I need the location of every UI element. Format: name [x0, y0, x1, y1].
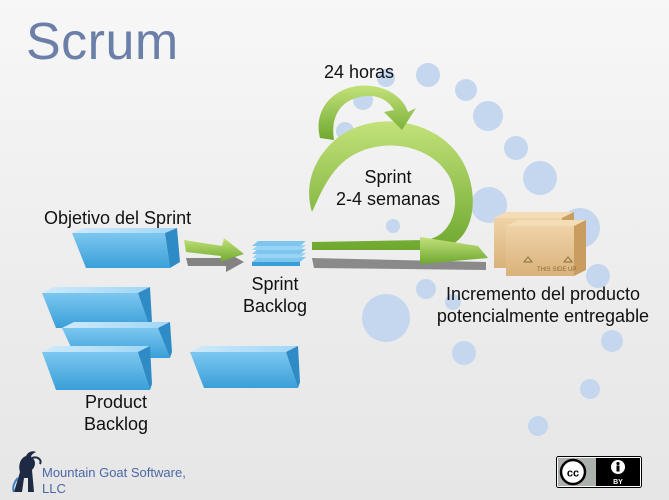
- product-backlog-label-line1: Product: [84, 392, 148, 412]
- sprint-label-line1: Sprint: [364, 167, 412, 187]
- sprint-goal-block: [72, 228, 180, 268]
- svg-text:cc: cc: [567, 468, 579, 480]
- sprint-backlog-stack: [252, 241, 306, 266]
- company-name-line2: LLC: [42, 481, 66, 496]
- sprint-backlog-label-line2: Backlog: [242, 296, 308, 316]
- company-name: Mountain Goat Software, LLC: [42, 465, 186, 497]
- sprint-label: Sprint 2-4 semanas: [330, 166, 446, 210]
- mountain-goat-logo-icon: [12, 451, 42, 493]
- product-backlog-label: Product Backlog: [72, 391, 160, 435]
- product-backlog-blocks: [42, 287, 300, 390]
- increment-label-line1: Incremento del producto: [445, 284, 641, 304]
- slide-title: Scrum: [26, 13, 179, 71]
- license-by-text: BY: [613, 479, 623, 486]
- increment-label-line2: potencialmente entregable: [436, 306, 650, 326]
- sprint-loop-arrow: [309, 121, 488, 270]
- box-stamp-text: THIS SIDE UP: [537, 267, 576, 273]
- sprint-backlog-label-line1: Sprint: [251, 274, 299, 294]
- increment-label: Incremento del producto potencialmente e…: [420, 283, 666, 327]
- product-increment-boxes: THIS SIDE UP: [494, 212, 586, 276]
- sprint-goal-label: Objetivo del Sprint: [44, 208, 192, 228]
- daily-label: 24 horas: [324, 62, 395, 82]
- sprint-backlog-label: Sprint Backlog: [236, 273, 314, 317]
- bubble-decoration: [336, 63, 623, 436]
- arrow-to-sprint-backlog: [184, 238, 244, 272]
- daily-loop-arrow: [318, 85, 416, 140]
- cc-by-license-badge: cc BY: [556, 456, 642, 488]
- sprint-label-line2: 2-4 semanas: [335, 189, 441, 209]
- company-name-line1: Mountain Goat Software,: [42, 465, 186, 480]
- product-backlog-label-line2: Backlog: [83, 414, 149, 434]
- cc-icon: [559, 458, 587, 486]
